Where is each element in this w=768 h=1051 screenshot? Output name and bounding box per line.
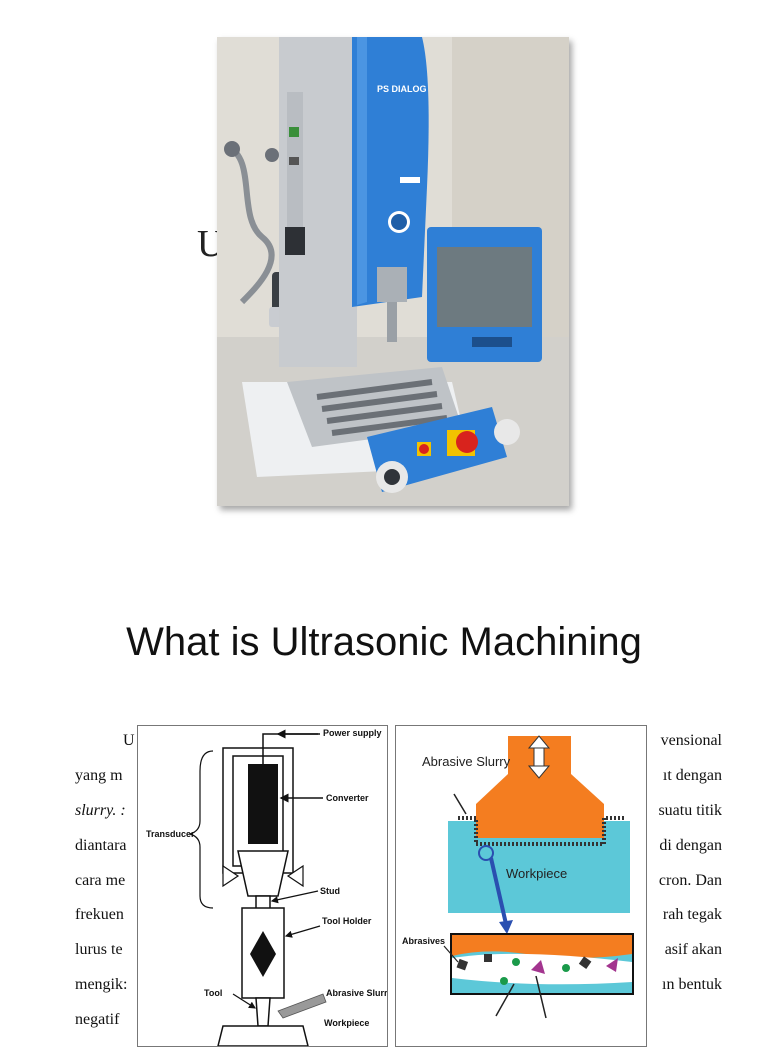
label-power-supply: Power supply [323, 728, 382, 738]
label-tool-holder: Tool Holder [322, 916, 372, 926]
label-tool: Tool [204, 988, 222, 998]
machine-brand-label: PS DIALOG [377, 84, 427, 94]
text-line-right: cron. Dan [658, 872, 722, 889]
text-line-right: asif akan [664, 941, 722, 958]
label-stud: Stud [320, 886, 340, 896]
text-line-left: cara me [75, 872, 126, 889]
transducer-diagram: Power supply Converter Transducer Stud T… [137, 725, 393, 1047]
text-line-right: rah tegak [662, 906, 722, 923]
label-transducer: Transducer [146, 829, 195, 839]
label-abrasives: Abrasives [402, 936, 445, 946]
text-line-left: diantara [75, 837, 127, 854]
text-line-left: slurry. : [75, 802, 126, 819]
text-line-right: ın bentuk [662, 976, 722, 993]
text-line-left: mengik: [75, 976, 128, 993]
label-abrasive-slurry: Abrasive Slurry [326, 988, 387, 998]
label-converter: Converter [326, 793, 369, 803]
ultrasonic-machine-photo: PS DIALOG [217, 37, 569, 506]
label-workpiece: Workpiece [506, 866, 567, 881]
label-workpiece: Workpiece [324, 1018, 369, 1028]
label-abrasive-slurry: Abrasive Slurry [422, 754, 511, 769]
text-line-left: U [123, 732, 135, 749]
slurry-diagram: Abrasive Slurry Workpiece Abrasives [395, 725, 647, 1047]
slide-title: What is Ultrasonic Machining [126, 620, 642, 664]
text-line-right: suatu titik [658, 802, 722, 819]
text-line-right: vensional [660, 732, 722, 749]
text-line-left: yang m [75, 767, 123, 784]
text-line-left: negatif [75, 1011, 120, 1028]
text-line-left: frekuen [75, 906, 124, 923]
text-line-right: di dengan [659, 837, 722, 854]
text-line-left: lurus te [75, 941, 123, 958]
text-line-right: ıt dengan [662, 767, 722, 784]
